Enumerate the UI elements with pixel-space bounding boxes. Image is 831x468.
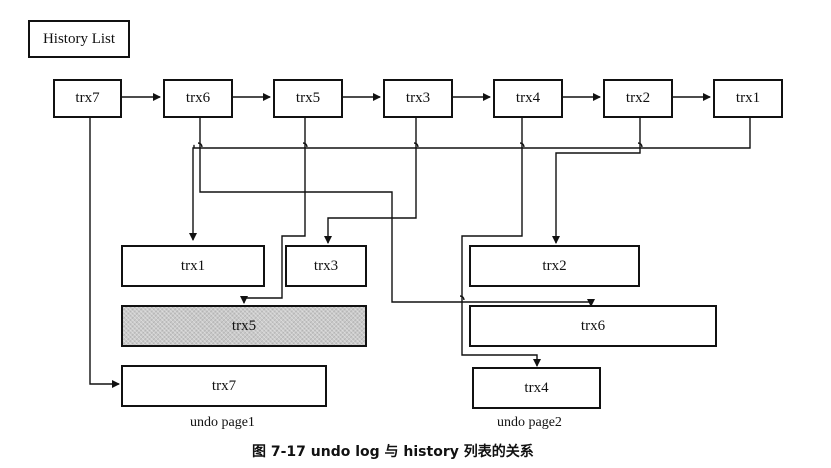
history-node-trx6: trx6 [163, 79, 233, 118]
hop [637, 142, 643, 148]
undo-record-trx3: trx3 [285, 245, 367, 287]
undo-record-trx1: trx1 [121, 245, 265, 287]
link-trx6 [199, 118, 595, 307]
link-trx5 [240, 118, 306, 304]
hop [413, 142, 419, 148]
undo-record-trx5: trx5 [121, 305, 367, 347]
history-list-label: History List [28, 20, 130, 58]
undo-record-trx4: trx4 [472, 367, 601, 409]
link-trx7 [89, 118, 120, 388]
history-node-trx3: trx3 [383, 79, 453, 118]
history-node-trx5: trx5 [273, 79, 343, 118]
history-node-trx2: trx2 [603, 79, 673, 118]
history-node-trx4: trx4 [493, 79, 563, 118]
link-trx4 [461, 118, 541, 367]
history-node-trx7: trx7 [53, 79, 122, 118]
undo-record-trx7: trx7 [121, 365, 327, 407]
undo-record-trx6: trx6 [469, 305, 717, 347]
link-trx2 [552, 118, 641, 244]
hop [459, 295, 465, 301]
undo-record-trx2: trx2 [469, 245, 640, 287]
link-trx1 [189, 118, 751, 241]
figure-caption: 图 7-17 undo log 与 history 列表的关系 [252, 444, 534, 460]
history-node-trx1: trx1 [713, 79, 783, 118]
hop [302, 142, 308, 148]
hop [519, 142, 525, 148]
hop [197, 142, 203, 148]
undo-page2-label: undo page2 [497, 415, 562, 430]
undo-page1-label: undo page1 [190, 415, 255, 430]
link-trx3 [324, 118, 417, 244]
